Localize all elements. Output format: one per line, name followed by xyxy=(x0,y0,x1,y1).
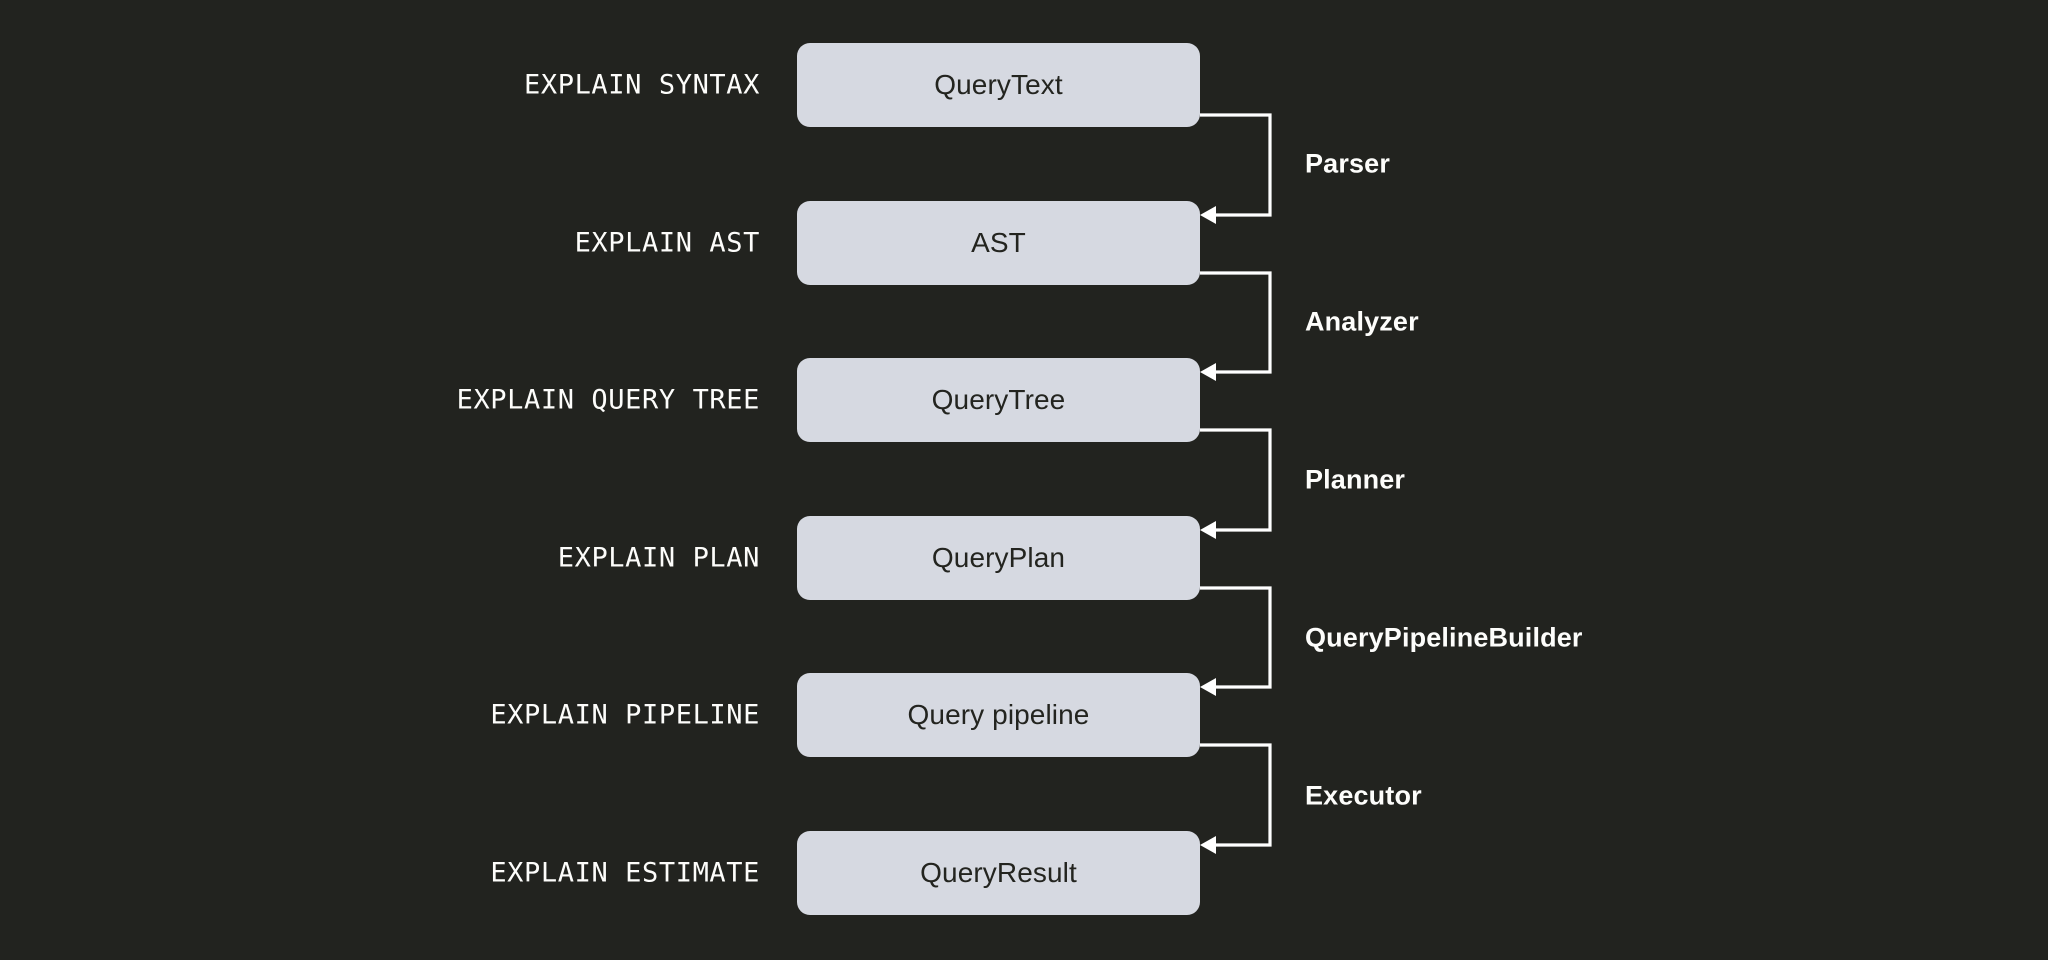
connector-arrow xyxy=(1195,574,1285,701)
node-label: QueryTree xyxy=(931,384,1066,415)
node-box: QueryPlan xyxy=(797,516,1200,600)
node-label: QueryText xyxy=(934,69,1063,100)
explain-clause-label: EXPLAIN ESTIMATE xyxy=(490,857,760,889)
node-label: Query pipeline xyxy=(907,699,1090,730)
node-label: AST xyxy=(971,227,1026,258)
transition-stage-label: Parser xyxy=(1305,148,1390,179)
connector-arrow xyxy=(1195,259,1285,386)
explain-clause-label: EXPLAIN PIPELINE xyxy=(490,699,760,731)
node-box: AST xyxy=(797,201,1200,285)
node-box: QueryResult xyxy=(797,831,1200,915)
explain-clause-label: EXPLAIN AST xyxy=(574,227,760,259)
node-label: QueryPlan xyxy=(931,542,1066,573)
transition-stage-label: Planner xyxy=(1305,464,1406,495)
explain-clause-label: EXPLAIN SYNTAX xyxy=(524,69,760,101)
connector-arrow xyxy=(1195,731,1285,859)
transition-stage-label: QueryPipelineBuilder xyxy=(1305,622,1583,653)
node-label: QueryResult xyxy=(920,857,1077,888)
explain-clause-label: EXPLAIN PLAN xyxy=(557,542,760,574)
node-box: Query pipeline xyxy=(797,673,1200,757)
node-box: QueryText xyxy=(797,43,1200,127)
transition-stage-label: Executor xyxy=(1305,780,1422,811)
connector-arrow xyxy=(1195,416,1285,544)
connector-arrow xyxy=(1195,101,1285,229)
node-box: QueryTree xyxy=(797,358,1200,442)
explain-clause-label: EXPLAIN QUERY TREE xyxy=(456,384,760,416)
transition-stage-label: Analyzer xyxy=(1305,306,1419,337)
